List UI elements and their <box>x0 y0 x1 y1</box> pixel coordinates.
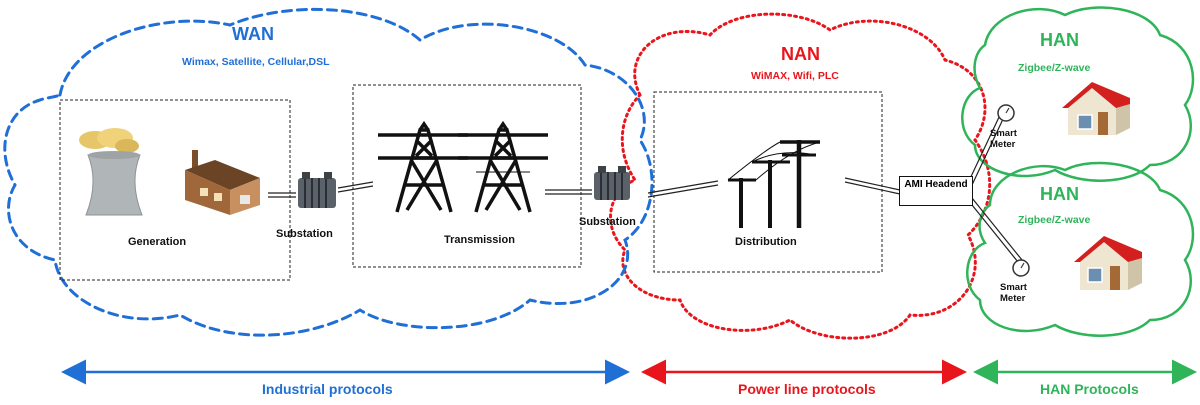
house-icon <box>1062 82 1130 135</box>
nan-cloud <box>609 12 992 340</box>
ami-headend-box: AMI Headend <box>899 176 973 206</box>
generation-label: Generation <box>128 236 187 248</box>
han-title-top: HAN <box>1040 30 1079 50</box>
distribution-label: Distribution <box>735 236 797 248</box>
nan-title: NAN <box>781 44 820 64</box>
transformer-icon <box>298 172 336 208</box>
smart-meter-icon <box>1012 259 1030 277</box>
han-cloud-bottom <box>966 161 1195 337</box>
smart-meter-icon <box>997 104 1015 122</box>
power-lines <box>268 114 1023 263</box>
factory-icon <box>185 150 260 215</box>
utility-pole-icon <box>727 140 821 228</box>
han-cloud-top <box>961 6 1195 182</box>
generation-box <box>59 99 291 281</box>
smart-meter-label: Smart Meter <box>1000 282 1027 304</box>
han-title-bottom: HAN <box>1040 184 1079 204</box>
han-protocols-top: Zigbee/Z-wave <box>1018 62 1091 74</box>
power-line-protocols-label: Power line protocols <box>738 381 876 397</box>
house-icon <box>1074 236 1142 290</box>
cooling-tower-icon <box>79 128 143 216</box>
substation-label: Substation <box>579 216 636 228</box>
wan-protocols: Wimax, Satellite, Cellular,DSL <box>182 56 330 68</box>
wan-cloud <box>3 7 654 337</box>
han-protocols-bottom: Zigbee/Z-wave <box>1018 214 1091 226</box>
substation-label: Substation <box>276 228 333 240</box>
distribution-box <box>653 91 883 273</box>
wan-title: WAN <box>232 24 274 44</box>
industrial-protocols-label: Industrial protocols <box>262 381 393 397</box>
transmission-label: Transmission <box>444 234 515 246</box>
transformer-icon <box>594 166 630 200</box>
transmission-tower-icon <box>458 120 548 213</box>
smart-meter-label: Smart Meter <box>990 128 1017 150</box>
transmission-tower-icon <box>378 120 468 213</box>
han-protocols-label: HAN Protocols <box>1040 381 1139 397</box>
nan-protocols: WiMAX, Wifi, PLC <box>751 70 839 82</box>
